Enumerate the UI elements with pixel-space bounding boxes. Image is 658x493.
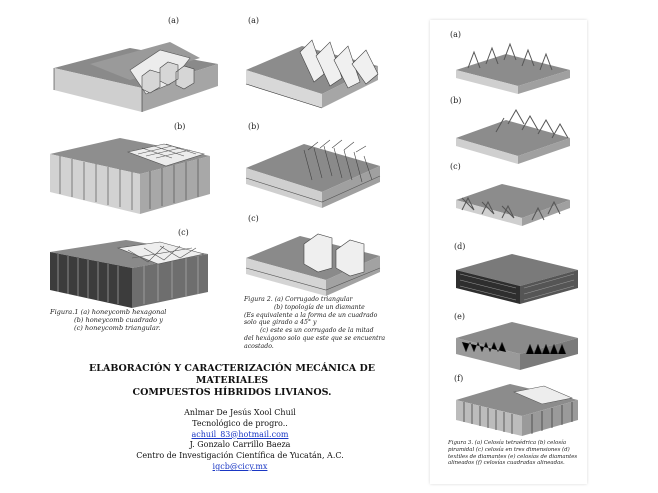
figure-2b-label: (b) bbox=[248, 122, 260, 131]
corrugated-triangular-image bbox=[245, 39, 379, 109]
figure-1a-label: (a) bbox=[168, 16, 180, 25]
author-1-affiliation: Tecnológico de progro.. bbox=[192, 418, 288, 428]
figure-3e-label: (e) bbox=[454, 312, 465, 321]
figure-2a-label: (a) bbox=[248, 16, 260, 25]
author-1-email-link[interactable]: achuil_83@hotmail.com bbox=[191, 429, 289, 439]
figure-1-panel: (a) (b) (c) Figura.1 (a) honeycomb hexag… bbox=[44, 10, 240, 340]
three-dimensional-lattice-image bbox=[456, 184, 570, 226]
figure-3b-label: (b) bbox=[450, 96, 462, 105]
author-2-affiliation: Centro de Investigación Científica de Yu… bbox=[136, 451, 344, 461]
figure-1-caption: Figura.1 (a) honeycomb hexagonal (b) hon… bbox=[50, 308, 167, 333]
figure-1c-label: (c) bbox=[178, 228, 189, 237]
figure-2-panel: (a) (b) (c) Figura 2. bbox=[244, 10, 394, 354]
figure-1b-label: (b) bbox=[174, 122, 186, 131]
honeycomb-square-image bbox=[50, 138, 210, 214]
honeycomb-triangular-image bbox=[50, 240, 208, 308]
corrugated-half-hexagon-image bbox=[245, 233, 381, 296]
author-1-name: Anlmar De Jesús Xool Chuil bbox=[184, 408, 296, 417]
figure-3a-label: (a) bbox=[450, 30, 462, 39]
figure-3c-label: (c) bbox=[450, 162, 461, 171]
diamond-textile-image bbox=[456, 254, 578, 304]
corrugated-diamond-image bbox=[245, 139, 381, 208]
document-title: ELABORACIÓN Y CARACTERIZACIÓN MECÁNICA D… bbox=[89, 363, 375, 398]
honeycomb-hexagonal-image bbox=[53, 42, 218, 112]
figure-3-caption: Figura 3. (a) Celosía tetraédrica (b) ce… bbox=[448, 440, 578, 467]
author-2-email-link[interactable]: igcb@cicy.mx bbox=[212, 461, 268, 471]
aligned-square-lattice-image bbox=[456, 384, 578, 436]
authors-block: Anlmar De Jesús Xool Chuil Tecnológico d… bbox=[120, 408, 360, 473]
author-2-name: J. Gonzalo Carrillo Baeza bbox=[189, 440, 291, 450]
aligned-diamond-lattice-image bbox=[456, 322, 578, 370]
pyramidal-lattice-image bbox=[456, 108, 570, 164]
tetrahedral-lattice-image bbox=[456, 42, 570, 94]
figure-3d-label: (d) bbox=[454, 242, 466, 251]
figure-2c-label: (c) bbox=[248, 214, 259, 223]
figure-3f-label: (f) bbox=[454, 374, 464, 383]
figure-3-panel: (a) (b) (c) (d) (e) (f) bbox=[430, 20, 587, 484]
figure-2-caption: Figura 2. (a) Corrugado triangular (b) t… bbox=[244, 296, 386, 350]
